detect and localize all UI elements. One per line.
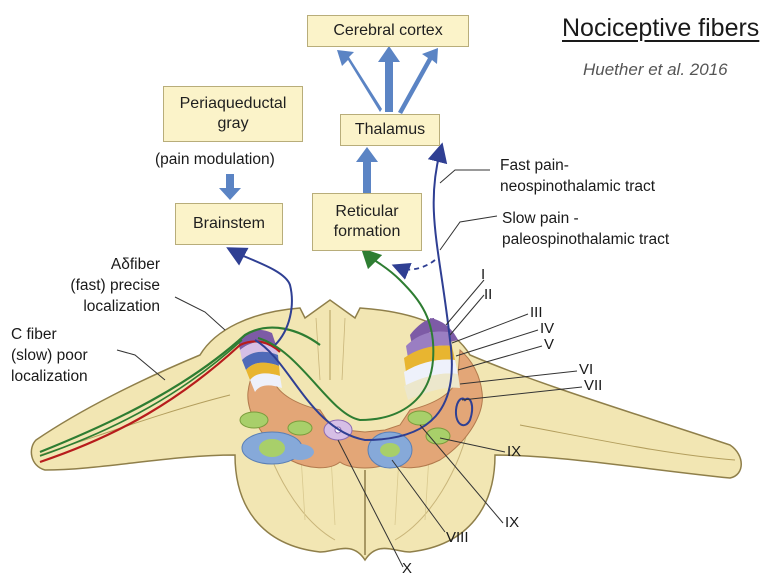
lamina-X-label: X (402, 560, 412, 577)
fast-pain-line-2: neospinothalamic tract (500, 177, 655, 198)
pag-line-1: Periaqueductal (180, 94, 287, 114)
lamina-VIII-label: VIII (446, 529, 469, 546)
thalamus-box: Thalamus (340, 114, 440, 146)
c-fiber-line-1: C fiber (11, 325, 88, 346)
c-fiber-line-3: localization (11, 367, 88, 388)
cerebral-cortex-box: Cerebral cortex (307, 15, 469, 47)
c-fiber-line-2: (slow) poor (11, 346, 88, 367)
fast-pain-label: Fast pain- neospinothalamic tract (500, 156, 655, 198)
lamina-V-label: V (544, 336, 554, 353)
slow-pain-line-2: paleospinothalamic tract (502, 230, 669, 251)
citation: Huether et al. 2016 (583, 60, 728, 80)
lamina-I-label: I (481, 266, 485, 283)
a-delta-line-3: localization (60, 297, 160, 318)
a-delta-fiber-label: Aδfiber (fast) precise localization (60, 255, 160, 318)
lamina-VI-label: VI (579, 361, 593, 378)
pag-line-2: gray (217, 114, 248, 134)
fast-pain-line-1: Fast pain- (500, 156, 655, 177)
pain-modulation-label: (pain modulation) (155, 150, 275, 171)
c-fiber-label: C fiber (slow) poor localization (11, 325, 88, 388)
slow-pain-label: Slow pain - paleospinothalamic tract (502, 209, 669, 251)
lamina-IX-lower-label: IX (505, 514, 519, 531)
a-delta-line-2: (fast) precise (60, 276, 160, 297)
slow-pain-line-1: Slow pain - (502, 209, 669, 230)
reticular-line-2: formation (334, 222, 401, 242)
brainstem-box: Brainstem (175, 203, 283, 245)
lamina-VII-label: VII (584, 377, 602, 394)
reticular-line-1: Reticular (335, 202, 398, 222)
lamina-II-label: II (484, 286, 492, 303)
reticular-formation-box: Reticular formation (312, 193, 422, 251)
lamina-III-label: III (530, 304, 543, 321)
periaqueductal-gray-box: Periaqueductal gray (163, 86, 303, 142)
a-delta-line-1: Aδfiber (60, 255, 160, 276)
lamina-IX-upper-label: IX (507, 443, 521, 460)
diagram-title: Nociceptive fibers (562, 14, 759, 43)
lamina-IV-label: IV (540, 320, 554, 337)
